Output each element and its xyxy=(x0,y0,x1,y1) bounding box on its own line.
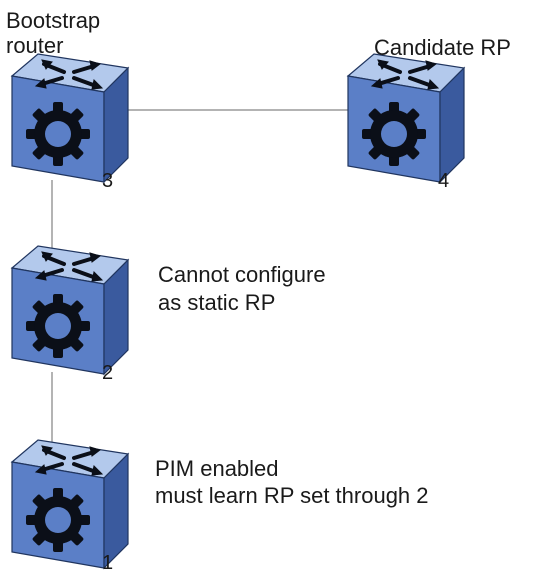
bootstrap-label-line2: router xyxy=(6,33,64,58)
router-4-icon xyxy=(346,52,466,184)
pim-enabled-label-line1: PIM enabled xyxy=(155,456,279,481)
pim-enabled-label-line2: must learn RP set through 2 xyxy=(155,483,429,508)
router-3-icon xyxy=(10,52,130,184)
router-2-icon xyxy=(10,244,130,376)
cannot-configure-label-line1: Cannot configure xyxy=(158,262,326,287)
router-3-number: 3 xyxy=(102,170,114,192)
cannot-configure-label-line2: as static RP xyxy=(158,290,276,315)
router-4-number: 4 xyxy=(438,170,450,192)
router-2-number: 2 xyxy=(102,362,114,384)
router-1-number: 1 xyxy=(102,552,114,574)
router-1-icon xyxy=(10,438,130,570)
candidate-rp-label: Candidate RP xyxy=(374,35,511,60)
bootstrap-label-line1: Bootstrap xyxy=(6,8,101,33)
